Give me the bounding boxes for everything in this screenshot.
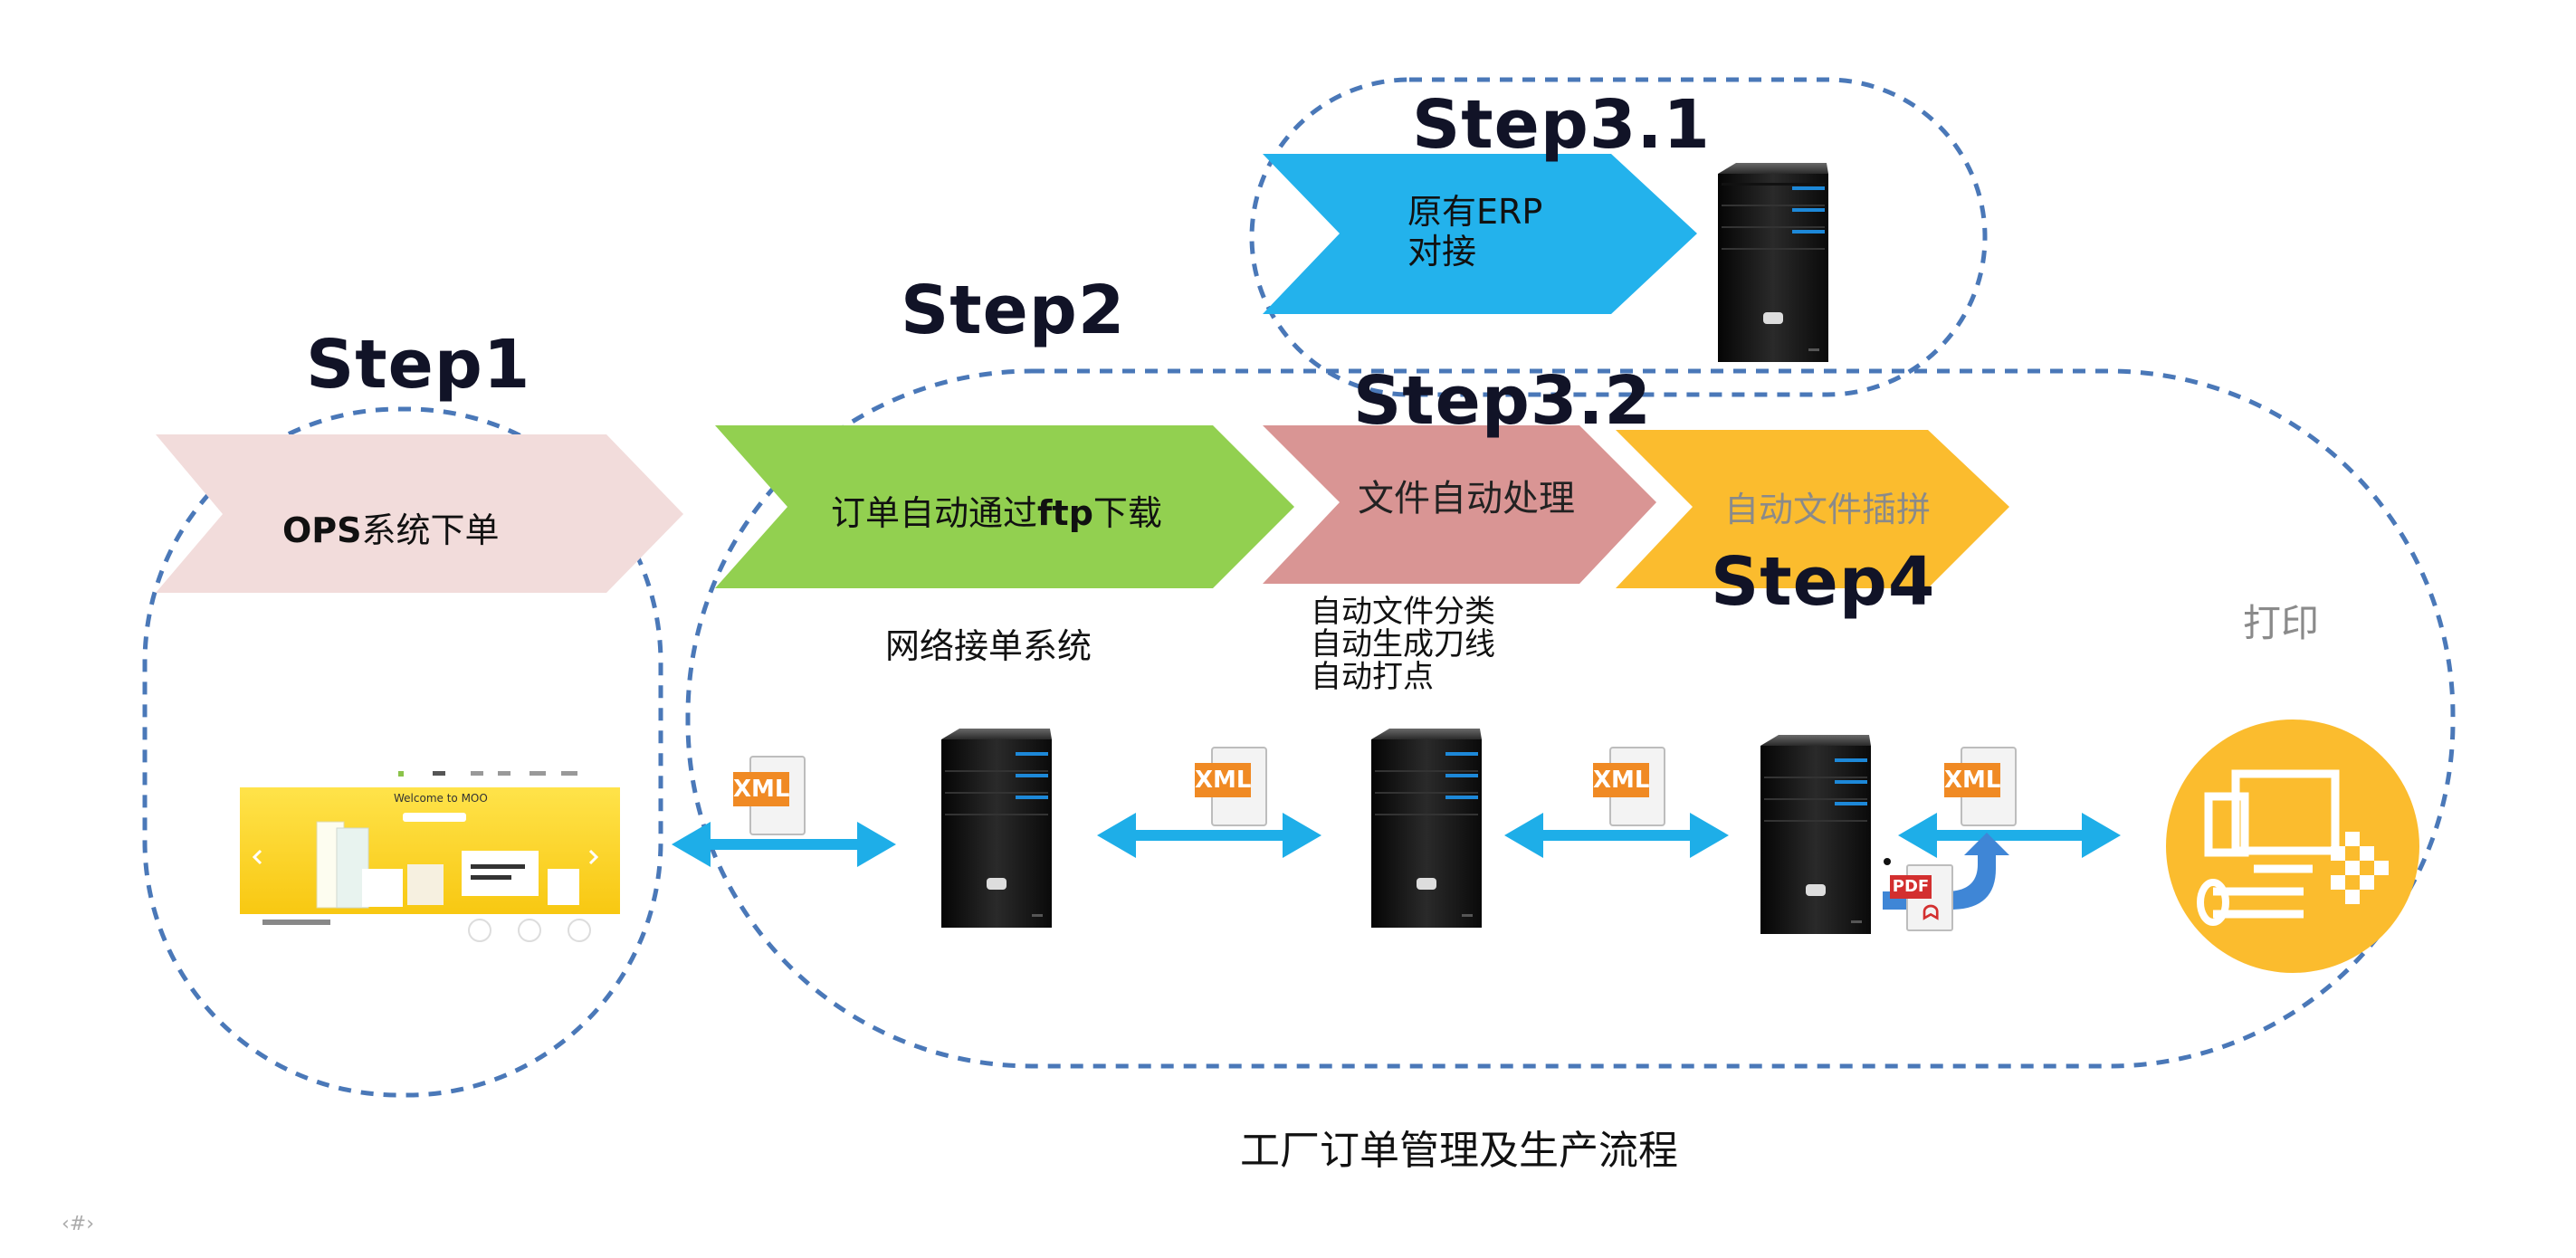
- process-detail-3: 自动打点: [1311, 659, 1434, 695]
- process-detail-1: 自动文件分类: [1311, 594, 1495, 630]
- step3-1-heading: Step3.1: [1412, 86, 1711, 164]
- step2-heading: Step2: [901, 272, 1126, 349]
- ftp-download-label-a: 订单自动通过: [831, 493, 1038, 533]
- step1-boundary: [142, 406, 663, 1098]
- pdf-file-icon: PDF ᗣ: [1890, 864, 1953, 932]
- file-process-chevron: [1263, 425, 1656, 584]
- ftp-download-label: 订单自动通过ftp下载: [831, 485, 1162, 535]
- xml-badge: XML: [1593, 763, 1650, 797]
- ops-order-label-prefix: OPS: [282, 510, 362, 550]
- print-label: 打印: [2243, 601, 2320, 645]
- xml-file-icon: XML: [733, 756, 806, 835]
- arrow-order-to-process: [1097, 813, 1321, 858]
- xml-file-icon: XML: [1944, 747, 2017, 826]
- arrow-impose-to-print: [1898, 813, 2121, 858]
- xml-badge: XML: [733, 772, 790, 806]
- ops-order-label: OPS系统下单: [282, 502, 500, 552]
- download-chevron: [715, 425, 1294, 588]
- ops-website-thumbnail: [240, 758, 620, 942]
- pdf-convert-arrow-icon: [1883, 833, 2009, 910]
- order-server-icon: [941, 729, 1052, 928]
- auto-impose-chevron: [1616, 430, 2009, 588]
- auto-process-details: 自动文件分类 自动生成刀线 自动打点: [1311, 596, 1495, 693]
- erp-integration-label: 原有ERP 对接: [1407, 192, 1542, 272]
- file-process-label: 文件自动处理: [1358, 478, 1575, 519]
- ops-chevron: [156, 434, 683, 593]
- erp-label-line2: 对接: [1407, 232, 1477, 272]
- page-number-placeholder: ‹#›: [62, 1213, 95, 1235]
- pdf-badge: PDF: [1890, 875, 1932, 899]
- xml-file-icon: XML: [1195, 747, 1267, 826]
- network-order-system-label: 网络接单系统: [885, 626, 1092, 666]
- printer-icon: [2166, 720, 2419, 973]
- arrow-process-to-impose: [1504, 813, 1729, 858]
- step4-heading: Step4: [1711, 543, 1936, 621]
- diagram-caption: 工厂订单管理及生产流程: [1240, 1128, 1678, 1174]
- xml-badge: XML: [1944, 763, 2001, 797]
- process-detail-2: 自动生成刀线: [1311, 626, 1495, 662]
- step1-heading: Step1: [306, 326, 531, 404]
- erp-chevron: [1263, 154, 1697, 314]
- erp-label-line1: 原有ERP: [1407, 192, 1543, 232]
- impose-server-icon: [1760, 735, 1871, 934]
- xml-badge: XML: [1195, 763, 1252, 797]
- auto-impose-label: 自动文件插拼: [1724, 490, 1932, 529]
- xml-file-icon: XML: [1593, 747, 1665, 826]
- erp-server-icon: [1718, 163, 1828, 362]
- ftp-download-label-b: ftp: [1037, 493, 1093, 533]
- ftp-download-label-c: 下载: [1092, 493, 1162, 533]
- arrow-website-to-order: [672, 822, 896, 867]
- process-server-icon: [1371, 729, 1482, 928]
- website-headline: Welcome to MOO: [394, 792, 488, 805]
- step3-2-heading: Step3.2: [1353, 362, 1652, 440]
- main-process-boundary: [685, 368, 2456, 1069]
- ops-order-label-text: 系统下单: [361, 510, 500, 550]
- erp-boundary: [1249, 77, 1988, 397]
